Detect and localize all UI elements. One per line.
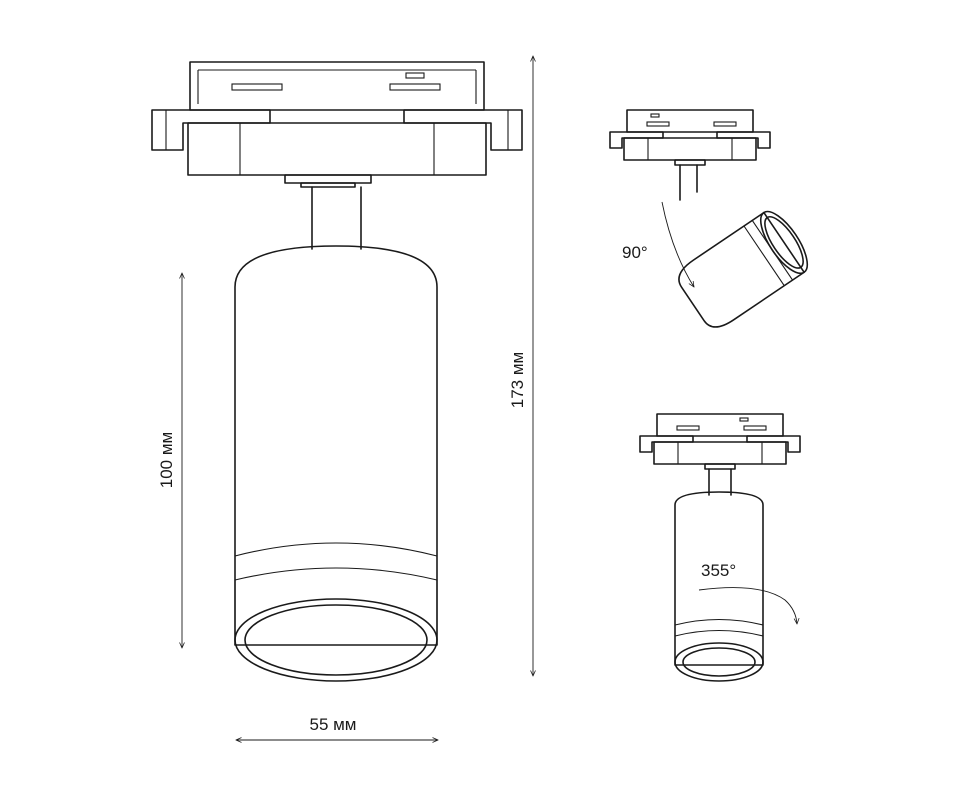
tilt-view: 90°: [609, 109, 809, 328]
main-front-view: [151, 61, 523, 682]
height-total-label: 173 мм: [508, 352, 527, 408]
lamp-cylinder: [234, 245, 438, 682]
stem: [311, 186, 362, 250]
tilt-angle-label: 90°: [622, 243, 648, 262]
dimension-height-body: 100 мм: [157, 273, 182, 648]
width-label: 55 мм: [309, 715, 356, 734]
dimension-width: 55 мм: [236, 715, 438, 740]
track-adapter: [151, 61, 523, 188]
swivel-angle-label: 355°: [701, 561, 736, 580]
height-body-label: 100 мм: [157, 432, 176, 488]
dimension-height-total: 173 мм: [508, 56, 533, 676]
swivel-view: 355°: [639, 413, 801, 682]
